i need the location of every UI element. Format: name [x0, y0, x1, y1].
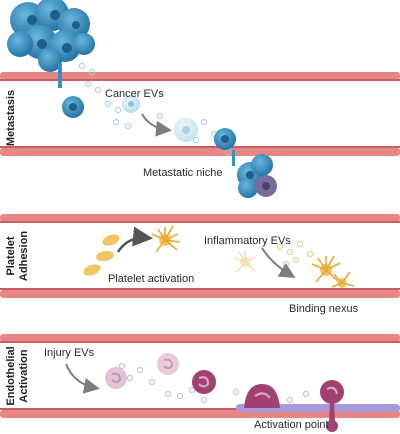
inflammatory-evs-label: Inflammatory EVs [204, 235, 291, 247]
cancer-ev [174, 118, 198, 142]
vessel-wall-top [0, 214, 400, 223]
resting-platelet [102, 234, 120, 246]
endothelial-activation-panel: Endothelial Activation Injury EVs Activa… [0, 334, 400, 432]
rolling-leukocyte [244, 384, 280, 408]
ev-dots [79, 63, 231, 155]
vessel-wall-top [0, 72, 400, 81]
cancer-ev-arrow [141, 113, 172, 137]
activated-platelet [151, 225, 181, 253]
vessel-wall-bottom [0, 288, 400, 298]
leukocyte-faded [157, 353, 179, 375]
inflammatory-ev [233, 251, 257, 273]
activation-point-label: Activation point [254, 419, 329, 431]
primary-tumor-cluster [7, 0, 95, 88]
endothelial-side-title-line2: Activation [18, 349, 30, 402]
platelet-side-title-line2: Adhesion [18, 231, 30, 281]
metastatic-niche-cluster [232, 150, 277, 198]
extravasating-tumor-cell [214, 128, 236, 150]
circulating-tumor-cell [62, 96, 84, 118]
metastasis-panel: Metastasis Cancer EVs Metastatic niche [0, 0, 400, 198]
platelet-side-title-line1: Platelet [5, 236, 17, 275]
vessel-wall-bottom [0, 146, 400, 156]
inflammatory-ev-arrow [261, 247, 296, 279]
resting-platelet [96, 250, 114, 262]
cancer-evs-label: Cancer EVs [105, 88, 164, 100]
binding-nexus-platelet [311, 255, 341, 283]
platelet-activation-arrow [116, 226, 153, 253]
platelet-activation-label: Platelet activation [108, 273, 194, 285]
binding-nexus-label: Binding nexus [289, 303, 359, 315]
metastasis-side-title: Metastasis [5, 90, 17, 146]
platelet-adhesion-panel: Platelet Adhesion Platelet activation In… [0, 214, 400, 315]
vessel-wall-top [0, 334, 400, 343]
transmigrating-leukocyte [320, 380, 344, 432]
resting-platelet [83, 264, 101, 276]
endothelial-side-title-line1: Endothelial [5, 346, 17, 405]
injury-ev-arrow [65, 363, 100, 394]
metastatic-niche-label: Metastatic niche [143, 167, 222, 179]
binding-nexus-platelet [331, 271, 355, 288]
leukocyte [192, 370, 216, 394]
leukocyte-faded [105, 367, 127, 389]
cancer-ev [122, 95, 140, 113]
injury-evs-label: Injury EVs [44, 347, 95, 359]
